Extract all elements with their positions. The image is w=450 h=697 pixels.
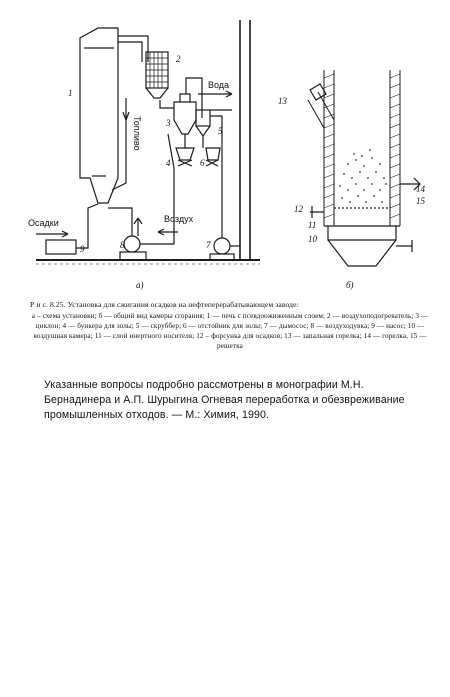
label-14: 14 bbox=[416, 184, 425, 194]
label-water: Вода bbox=[208, 80, 230, 90]
label-13: 13 bbox=[278, 96, 287, 106]
label-6: 6 bbox=[200, 158, 205, 168]
label-12: 12 bbox=[294, 204, 303, 214]
caption-title: Р и с. 8.25. Установка для сжигания осад… bbox=[30, 300, 299, 309]
label-3: 3 bbox=[166, 118, 171, 128]
installation-diagram bbox=[36, 20, 421, 267]
panel-b-label: б) bbox=[346, 280, 354, 290]
label-1: 1 bbox=[68, 88, 73, 98]
label-10: 10 bbox=[308, 234, 317, 244]
label-sludge: Осадки bbox=[28, 218, 59, 228]
label-air: Воздух bbox=[164, 214, 194, 224]
label-9: 9 bbox=[80, 244, 85, 254]
label-11: 11 bbox=[308, 220, 317, 230]
figure-8-25: 1 2 3 4 5 6 7 8 9 10 11 12 13 14 15 Вода… bbox=[28, 8, 438, 298]
label-4: 4 bbox=[166, 158, 171, 168]
body-paragraph: Указанные вопросы подробно рассмотрены в… bbox=[44, 379, 405, 421]
label-fuel: Топливо bbox=[132, 116, 142, 151]
panel-a-label: а) bbox=[136, 280, 144, 290]
figure-caption: Р и с. 8.25. Установка для сжигания осад… bbox=[30, 300, 430, 351]
label-7: 7 bbox=[206, 240, 211, 250]
label-15: 15 bbox=[416, 196, 425, 206]
label-5: 5 bbox=[218, 126, 223, 136]
label-8: 8 bbox=[120, 240, 125, 250]
label-2: 2 bbox=[176, 54, 181, 64]
caption-legend: а – схема установки; б — общий вид камер… bbox=[31, 312, 429, 350]
